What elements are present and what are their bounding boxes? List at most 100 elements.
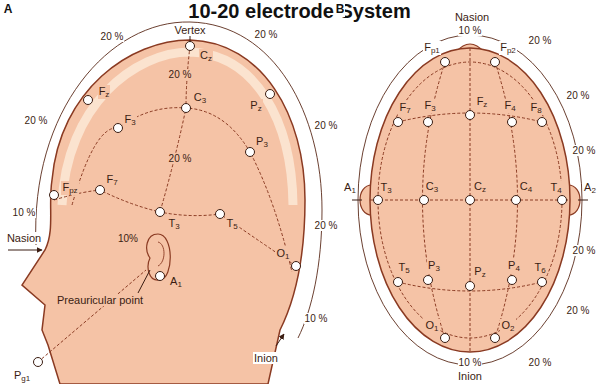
electrode-letter: P (256, 135, 263, 147)
pointer-lines (8, 36, 284, 346)
electrode-letter: C (520, 180, 528, 192)
measure-percent: 10 % (304, 313, 329, 324)
measure-percent: 10% (117, 233, 139, 244)
electrode-index: 4 (528, 185, 532, 194)
ear-inner (158, 242, 164, 266)
electrode-label: F8 (529, 101, 542, 115)
electrode-label: Fz (476, 95, 489, 109)
electrode-label: C3 (193, 91, 207, 105)
electrode-label: A1 (343, 181, 357, 195)
measure-arc (358, 35, 582, 365)
electrode-label: T6 (533, 261, 546, 275)
electrode-index: z (208, 54, 212, 63)
measure-percent: 20 % (566, 90, 591, 101)
electrode-lines (38, 46, 296, 362)
measure-percent: 10 % (458, 357, 483, 368)
electrode-index: 3 (387, 186, 391, 195)
measure-percent: 20 % (168, 69, 193, 80)
electrode-letter: F (399, 101, 406, 113)
electrode-lines (370, 48, 570, 352)
measure-percent: 20 % (254, 29, 279, 40)
electrode-letter: F (106, 173, 113, 185)
measure-percent: 20 % (314, 220, 339, 231)
landmark-label: Nasion (6, 232, 42, 244)
electrode-index: 7 (113, 178, 117, 187)
electrode-index: 1 (434, 324, 438, 333)
electrode-index: z (258, 104, 262, 113)
electrode-dots (374, 58, 567, 343)
electrode-letter: P (14, 369, 21, 381)
electrode-label: Fz (98, 85, 111, 99)
electrode-label: O2 (500, 319, 515, 333)
electrode-dots (34, 42, 301, 367)
electrode-label: A2 (583, 181, 597, 195)
electrode-index: p1 (431, 46, 440, 55)
electrode-letter: P (428, 259, 435, 271)
electrode-label: F7 (105, 173, 118, 187)
measure-percent: 20 % (566, 305, 591, 316)
electrode-letter: A (344, 181, 351, 193)
electrode-index: z (482, 270, 486, 279)
electrode-label: P3 (255, 135, 269, 149)
electrode-index: 1 (177, 280, 181, 289)
electrode-letter: F (424, 99, 431, 111)
measure-percent: 20 % (24, 115, 49, 126)
electrode-letter: P (474, 265, 481, 277)
landmark-label: Inion (253, 352, 279, 364)
electrode-index: 1 (285, 252, 289, 261)
electrode-label: T4 (549, 181, 562, 195)
electrode-index: 3 (263, 140, 267, 149)
electrode-letter: O (425, 319, 434, 331)
landmark-label: Inion (457, 370, 483, 382)
electrode-label: F3 (423, 99, 436, 113)
electrode-label: O1 (275, 247, 290, 261)
electrode-index: 8 (537, 106, 541, 115)
landmark-label: Nasion (454, 11, 490, 23)
measure-percent: 10 % (458, 25, 483, 36)
electrode-index: 3 (431, 104, 435, 113)
electrode-index: 3 (175, 222, 179, 231)
electrode-letter: T (534, 261, 541, 273)
electrode-index: g1 (21, 374, 30, 383)
diagram-title: 10-20 electrode System (0, 0, 599, 22)
electrode-label: Cz (473, 180, 487, 194)
head-top-view (370, 48, 570, 352)
electrode-letter: O (276, 247, 285, 259)
electrode-label: Pz (473, 265, 486, 279)
electrode-label: F3 (123, 113, 136, 127)
electrode-label: T5 (225, 217, 238, 231)
head-profile (22, 40, 305, 384)
electrode-index: 3 (131, 118, 135, 127)
electrode-label: Fp1 (423, 41, 441, 55)
measure-percent: 20 % (528, 357, 553, 368)
electrode-index: 2 (591, 186, 595, 195)
electrode-index: p2 (507, 46, 516, 55)
electrode-index: z (483, 100, 487, 109)
measure-percent: 20 % (572, 145, 597, 156)
electrode-letter: F (99, 85, 106, 97)
electrode-letter: F (530, 101, 537, 113)
electrode-letter: T (550, 181, 557, 193)
landmark-label: Vertex (173, 24, 206, 36)
electrode-index: 2 (510, 324, 514, 333)
electrode-letter: T (226, 217, 233, 229)
electrode-label: Pg1 (13, 369, 31, 383)
electrode-letter: T (380, 181, 387, 193)
electrode-letter: C (474, 180, 482, 192)
electrode-label: F7 (398, 101, 411, 115)
measure-percent: 20 % (528, 35, 553, 46)
electrode-index: 3 (434, 185, 438, 194)
measure-percent: 20 % (168, 153, 193, 164)
measure-arc (36, 22, 322, 338)
electrode-index: 1 (351, 186, 355, 195)
electrode-label: Fpz (61, 181, 78, 195)
electrode-letter: C (426, 180, 434, 192)
electrode-letter: F (477, 95, 484, 107)
electrode-letter: C (194, 91, 202, 103)
electrode-letter: P (250, 99, 257, 111)
electrode-index: z (105, 90, 109, 99)
electrode-index: pz (69, 186, 77, 195)
electrode-letter: T (168, 217, 175, 229)
electrode-index: 6 (541, 266, 545, 275)
electrode-index: 4 (557, 186, 561, 195)
